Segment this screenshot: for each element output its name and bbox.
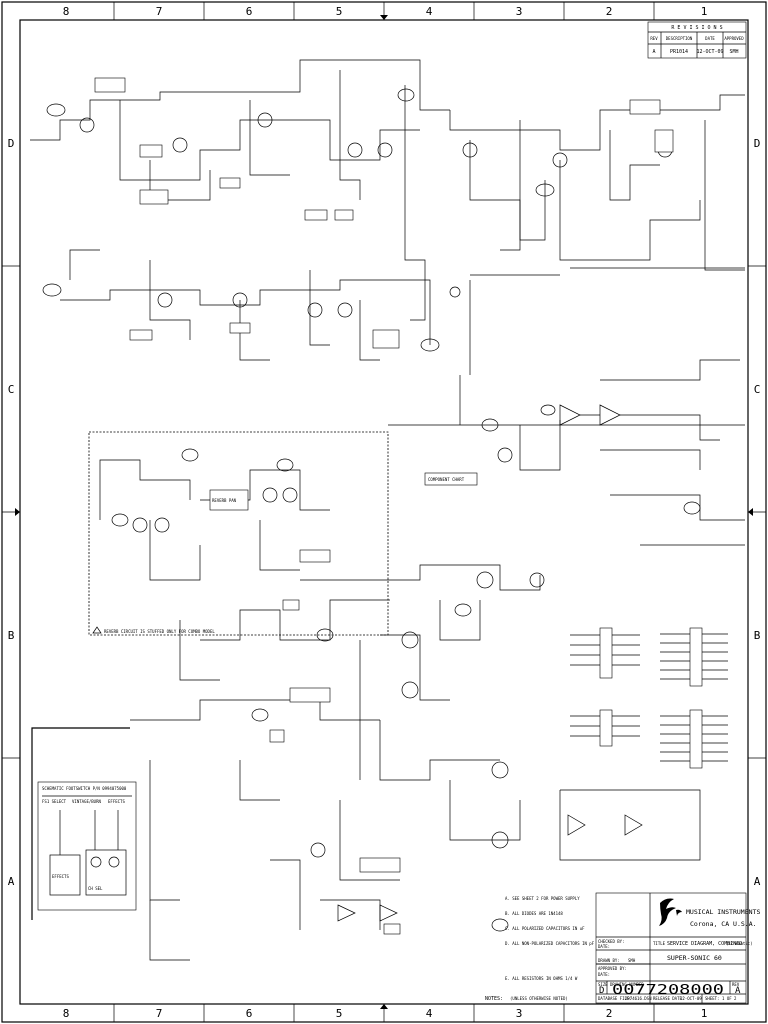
note-a: A. SEE SHEET 2 FOR POWER SUPPLY	[505, 896, 580, 901]
zone-col-3: 3	[516, 5, 523, 18]
zone-col-3-bottom: 3	[516, 1007, 523, 1020]
footswitch-port-1: FS1 SELECT	[42, 799, 67, 804]
zone-row-b: B	[8, 629, 15, 642]
revision-description: PR1014	[670, 49, 688, 55]
drawing-title-suffix: (schematic)	[726, 941, 753, 946]
note-d: D. ALL NON-POLARIZED CAPACITORS IN pF	[505, 941, 595, 946]
note-c: C. ALL POLARIZED CAPACITORS IN uF	[505, 926, 585, 931]
connector-group-1	[570, 627, 640, 679]
drawing-rev: A	[735, 986, 741, 996]
note-e: E. ALL RESISTORS IN OHMS 1/4 W	[505, 976, 578, 981]
zone-col-6-bottom: 6	[246, 1007, 253, 1020]
revisions-header-approved: APPROVED	[724, 36, 744, 41]
footswitch-effects-label: EFFECTS	[52, 874, 69, 879]
revisions-title: R E V I S I O N S	[671, 25, 722, 31]
connector-group-3	[570, 709, 640, 747]
zone-col-1-bottom: 1	[701, 1007, 708, 1020]
size-label: SIZE	[598, 982, 608, 987]
sheet-size: D	[599, 986, 604, 996]
model-name: SUPER-SONIC 60	[667, 954, 722, 962]
revisions-table: R E V I S I O N S REV DESCRIPTION DATE A…	[647, 21, 747, 59]
zone-col-7-bottom: 7	[156, 1007, 163, 1020]
title-label: TITLE	[653, 941, 666, 946]
company-location: Corona, CA U.S.A.	[690, 920, 757, 928]
approved-date-label: DATE:	[598, 972, 610, 977]
connector-group-2	[660, 627, 728, 687]
drawing-number-label: DRAWING NUMBER	[610, 982, 644, 987]
rev-label: REV	[732, 982, 740, 987]
drawing-title: SERVICE DIAGRAM, COMBINED	[667, 941, 742, 947]
revisions-header-rev: REV	[650, 36, 658, 41]
company-name: MUSICAL INSTRUMENTS	[686, 908, 760, 916]
connector-headers	[570, 627, 728, 769]
revision-rev: A	[652, 49, 655, 55]
zone-col-5-bottom: 5	[336, 1007, 343, 1020]
zone-labels: 8 7 6 5 4 3 2 1 8 7 6 5 4 3 2 1 D C B A …	[8, 5, 761, 1020]
master-section: COMPONENT CHART	[388, 280, 745, 546]
reverb-section: REVERB PAN REVERB CIRCUIT IS STUFFED ONL…	[88, 431, 389, 636]
notes-header: NOTES:	[485, 996, 503, 1002]
notes-block: NOTES: (UNLESS OTHERWISE NOTED) A. SEE S…	[485, 896, 595, 1002]
fender-logo	[659, 898, 682, 926]
release-label: RELEASE DATE:	[653, 996, 684, 1001]
zone-col-2: 2	[606, 5, 613, 18]
approved-by-label: APPROVED BY:	[598, 966, 627, 971]
zone-col-4-bottom: 4	[426, 1007, 433, 1020]
checked-by-label: CHECKED BY:	[598, 939, 625, 944]
drawing-number: 0077208000	[612, 983, 724, 998]
component-chart-label: COMPONENT CHART	[428, 477, 465, 482]
drawn-by: SMH	[628, 958, 636, 963]
zone-col-8: 8	[63, 5, 70, 18]
revision-date: 12-OCT-09	[696, 49, 723, 55]
zone-col-8-bottom: 8	[63, 1007, 70, 1020]
note-b: B. ALL DIODES ARE 1N4148	[505, 911, 563, 916]
reverb-pan-label: REVERB PAN	[212, 498, 237, 503]
zone-row-d: D	[8, 137, 15, 150]
footswitch-port-2: VINTAGE/BURN	[72, 799, 101, 804]
revision-approved: SMH	[729, 49, 738, 55]
zone-col-4: 4	[426, 5, 433, 18]
drawn-by-label: DRAWN BY:	[598, 958, 620, 963]
title-block: MUSICAL INSTRUMENTS Corona, CA U.S.A. CH…	[595, 892, 760, 1004]
footswitch-port-3: EFFECTS	[108, 799, 125, 804]
zone-row-c: C	[8, 383, 15, 396]
zone-row-d-right: D	[754, 137, 761, 150]
sheet-number: 1 OF 2	[722, 996, 737, 1001]
checked-date-label: DATE:	[598, 944, 610, 949]
zone-row-a-right: A	[754, 875, 761, 888]
database-file-label: DATABASE FILE:	[598, 996, 632, 1001]
footswitch-title: SCHEMATIC FOOTSWITCH P/N 0994075000	[42, 786, 127, 791]
footswitch-schematic: SCHEMATIC FOOTSWITCH P/N 0994075000 FS1 …	[31, 727, 137, 920]
sheet-label: SHEET:	[705, 996, 719, 1001]
footswitch-channel-label: CH SEL	[88, 886, 103, 891]
release-date: 12-OCT-09	[680, 996, 702, 1001]
reverb-stuffing-note: REVERB CIRCUIT IS STUFFED ONLY FOR COMBO…	[104, 629, 215, 634]
zone-row-c-right: C	[754, 383, 761, 396]
zone-col-1: 1	[701, 5, 708, 18]
zone-row-b-right: B	[754, 629, 761, 642]
switching-section	[130, 564, 701, 961]
connector-group-4	[660, 709, 728, 769]
revisions-header-description: DESCRIPTION	[666, 36, 693, 41]
zone-col-7: 7	[156, 5, 163, 18]
notes-header-sub: (UNLESS OTHERWISE NOTED)	[510, 996, 568, 1001]
preamp-section	[30, 59, 745, 361]
zone-col-6: 6	[246, 5, 253, 18]
database-file: 2974616.DSN	[625, 996, 652, 1001]
zone-row-a: A	[8, 875, 15, 888]
zone-col-2-bottom: 2	[606, 1007, 613, 1020]
zone-col-5: 5	[336, 5, 343, 18]
revisions-header-date: DATE	[705, 36, 715, 41]
